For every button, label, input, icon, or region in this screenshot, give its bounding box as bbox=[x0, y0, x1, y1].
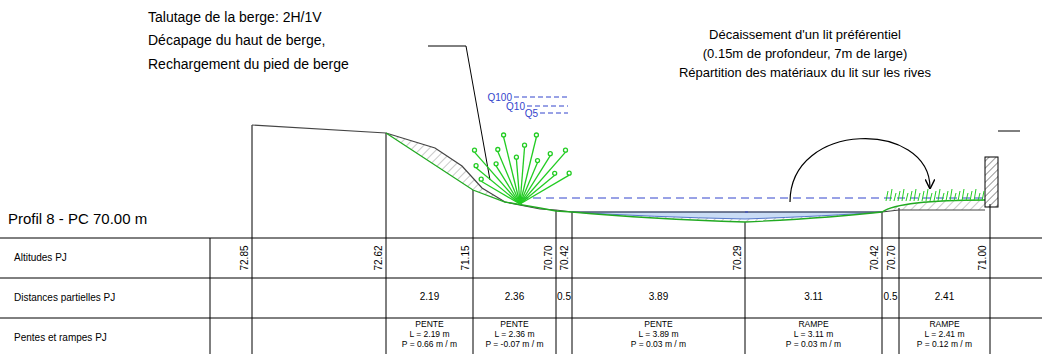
table-cell: L = 2.41 m bbox=[924, 330, 964, 339]
table-cell: P = 0.66 m / m bbox=[402, 340, 457, 349]
table-heading: Profil 8 - PC 70.00 m bbox=[8, 211, 147, 228]
table-cell: L = 2.36 m bbox=[494, 330, 534, 339]
table-cell: 70.70 bbox=[543, 245, 554, 270]
table-cell: PENTE bbox=[644, 320, 672, 329]
table-cell: 71.15 bbox=[460, 245, 471, 270]
new-ground bbox=[386, 133, 985, 222]
table-cell: 2.36 bbox=[505, 291, 524, 302]
table-grid bbox=[0, 238, 1042, 354]
note-text: Rechargement du pied de berge bbox=[148, 57, 349, 72]
table-cell: L = 2.19 m bbox=[409, 330, 449, 339]
table-heading: Altitudes PJ bbox=[14, 252, 67, 263]
note-text: Décapage du haut de berge, bbox=[148, 33, 325, 48]
note-text: Talutage de la berge: 2H/1V bbox=[148, 10, 322, 25]
table-heading: Pentes et rampes PJ bbox=[14, 332, 107, 343]
table-cell: 72.85 bbox=[239, 245, 250, 270]
grass bbox=[886, 189, 984, 201]
wall bbox=[985, 157, 998, 207]
table-cell: RAMPE bbox=[798, 320, 828, 329]
flow-mark bbox=[745, 212, 748, 213]
table-cell: 70.42 bbox=[559, 245, 570, 270]
table-cell: 70.70 bbox=[886, 245, 897, 270]
note-text: Q10 bbox=[506, 101, 525, 112]
plant bbox=[473, 133, 572, 204]
table-cell: 70.42 bbox=[869, 245, 880, 270]
table-cell: 3.89 bbox=[649, 291, 668, 302]
table-cell: RAMPE bbox=[929, 320, 959, 329]
table-cell: 3.11 bbox=[804, 291, 823, 302]
table-cell: 0.5 bbox=[557, 291, 571, 302]
water-level bbox=[520, 198, 985, 199]
station-lines bbox=[252, 125, 990, 354]
table-cell: 72.62 bbox=[373, 245, 384, 270]
table-cell: P = 0.03 m / m bbox=[786, 340, 841, 349]
table-cell: L = 3.11 m bbox=[794, 330, 833, 339]
table-cell: 2.41 bbox=[935, 291, 954, 302]
table-cell: P = 0.12 m / m bbox=[917, 340, 972, 349]
table-heading: Distances partielles PJ bbox=[14, 292, 115, 303]
table-cell: PENTE bbox=[415, 320, 443, 329]
table-cell: PENTE bbox=[500, 320, 528, 329]
note-text: (0.15m de profondeur, 7m de large) bbox=[703, 47, 908, 61]
existing-ground bbox=[252, 125, 985, 212]
table-cell: 2.19 bbox=[420, 291, 439, 302]
table-cell: P = -0.07 m / m bbox=[485, 340, 543, 349]
note-text: Q5 bbox=[525, 108, 538, 119]
wall-top bbox=[998, 131, 1020, 132]
table-cell: 0.5 bbox=[884, 291, 898, 302]
table-cell: 71.00 bbox=[977, 245, 988, 270]
table-cell: L = 3.89 m bbox=[638, 330, 678, 339]
note-text: Répartition des matériaux du lit sur les… bbox=[679, 66, 931, 80]
table-cell: 70.29 bbox=[732, 245, 743, 270]
table-cell: P = 0.03 m / m bbox=[631, 340, 686, 349]
note-text: Décaissement d'un lit préférentiel bbox=[709, 28, 901, 42]
transfer-arrow bbox=[790, 139, 930, 202]
